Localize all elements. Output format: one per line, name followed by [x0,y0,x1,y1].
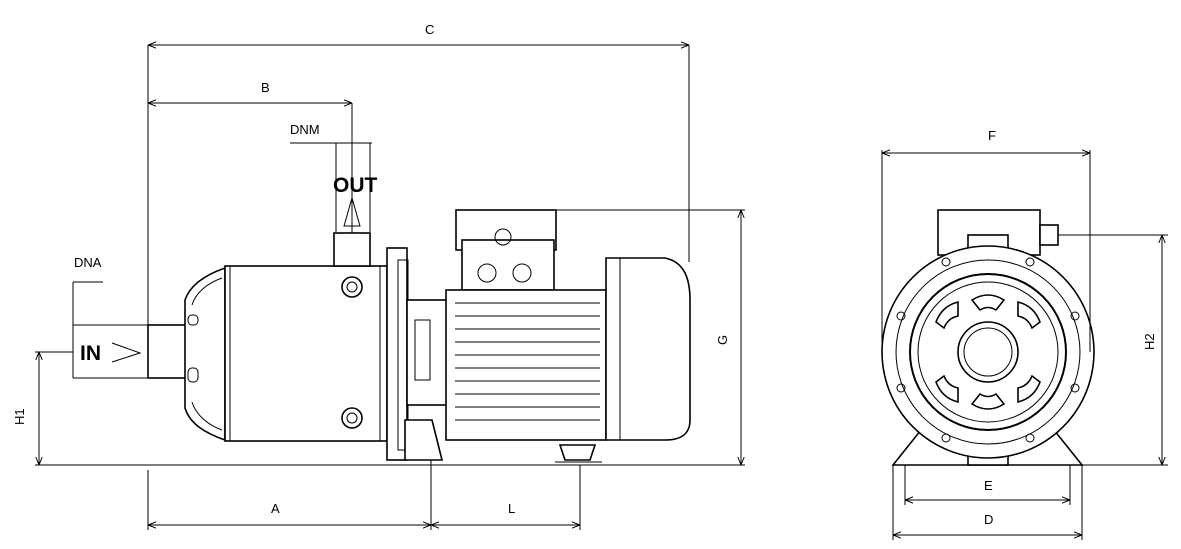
dim-h2-label: H2 [1142,333,1157,350]
dim-a-label: A [271,501,280,516]
side-view: IN OUT DNA DNM C B H1 G [12,22,745,530]
dim-e-label: E [984,478,993,493]
flange [386,247,408,461]
pump-casing [224,265,388,442]
dim-d-label: D [984,512,993,527]
impeller-vanes [935,294,1041,410]
fan-cover [605,257,691,441]
inlet-nozzle [147,324,187,379]
pump-dome [184,266,226,442]
outlet-label: OUT [333,174,378,197]
dim-dnm-label: DNM [290,122,320,137]
dim-f-label: F [988,128,996,143]
inlet-label: IN [80,342,101,365]
dim-l-label: L [508,501,515,516]
dim-h1-label: H1 [12,408,27,425]
dim-c-label: C [425,22,434,37]
dim-g-label: G [715,335,730,345]
outlet-nozzle [333,232,371,267]
dim-dna-label: DNA [74,255,102,270]
front-view: F H2 E D [881,128,1168,540]
dim-b-label: B [261,80,270,95]
motor-body [445,289,607,441]
cooling-fins [455,302,600,421]
